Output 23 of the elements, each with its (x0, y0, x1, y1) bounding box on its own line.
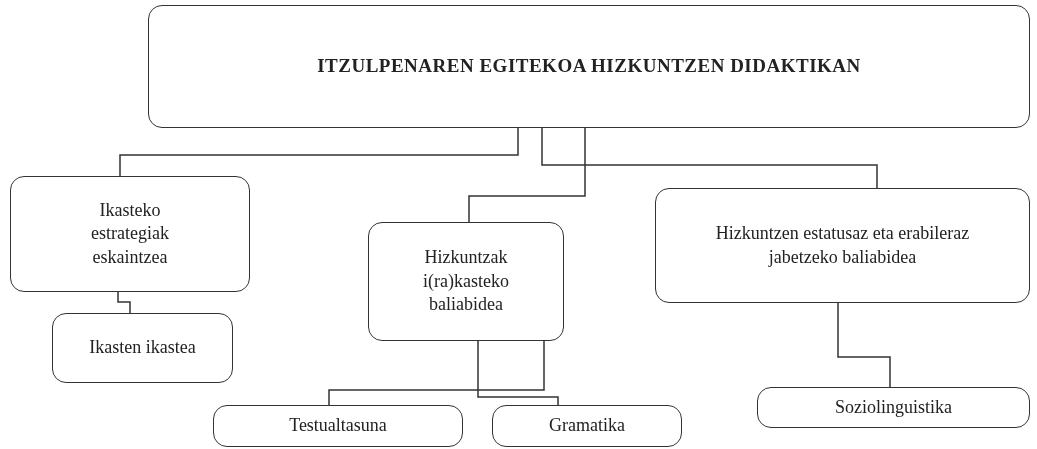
connector-line (468, 127, 586, 223)
concept-box (213, 405, 463, 447)
node-label: Gramatika (549, 414, 625, 438)
concept-box (492, 405, 682, 447)
node-label: ITZULPENAREN EGITEKOA HIZKUNTZEN DIDAKTIKAN (317, 54, 861, 79)
node-label: Soziolinguistika (835, 395, 952, 419)
node-label: Ikasten ikastea (89, 336, 196, 360)
node-label: Testualtasuna (289, 414, 387, 438)
node-label: Hizkuntzen estatusaz eta erabileraz jabetzeko baliabidea (714, 222, 971, 269)
node-label: Ikasteko estrategiak eskaintzea (90, 198, 170, 269)
connector-line (837, 302, 891, 388)
connector-line (328, 340, 545, 406)
connector-line (541, 127, 878, 189)
connector-line (119, 127, 519, 177)
node-label: Hizkuntzak i(ra)kasteko baliabidea (422, 246, 510, 317)
concept-box (655, 188, 1030, 303)
connector-line (477, 340, 559, 406)
concept-box (10, 176, 250, 292)
concept-box (368, 222, 564, 341)
concept-box (52, 313, 233, 383)
concept-box (757, 387, 1030, 428)
connector-line (117, 291, 131, 314)
title-box (148, 5, 1030, 128)
